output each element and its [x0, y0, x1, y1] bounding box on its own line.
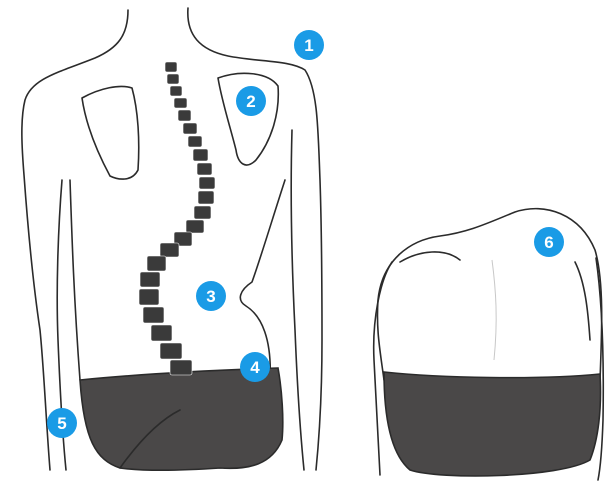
right-arm-inner-line: [291, 130, 304, 470]
back-view-figure: [22, 8, 322, 470]
vertebra: [170, 360, 192, 375]
vertebra: [160, 343, 182, 359]
marker-label: 1: [304, 36, 313, 55]
vertebra: [167, 74, 179, 84]
marker-label: 3: [206, 287, 215, 306]
marker-label: 2: [246, 92, 255, 111]
vertebra: [139, 289, 159, 305]
left-shoulder-blade: [82, 86, 139, 179]
marker-label: 4: [250, 358, 260, 377]
spine: [139, 62, 215, 375]
vertebra: [147, 256, 166, 271]
vertebra: [174, 98, 187, 108]
right-waist-curve: [240, 180, 285, 380]
vertebra: [197, 163, 212, 175]
marker-1: 1: [294, 30, 324, 60]
forward-bend-view-figure: [374, 209, 604, 480]
vertebra: [151, 325, 172, 341]
vertebra: [160, 243, 179, 257]
marker-5: 5: [47, 408, 77, 438]
bent-shorts: [384, 372, 601, 476]
marker-label: 6: [544, 233, 553, 252]
vertebra: [199, 177, 215, 189]
marker-2: 2: [236, 86, 266, 116]
vertebra: [140, 272, 160, 287]
vertebra: [186, 220, 204, 233]
vertebra: [194, 206, 211, 219]
shorts: [80, 368, 283, 470]
marker-3: 3: [196, 281, 226, 311]
vertebra: [170, 86, 182, 96]
marker-4: 4: [240, 352, 270, 382]
vertebra: [188, 136, 202, 147]
vertebra: [193, 149, 208, 161]
vertebra: [198, 191, 214, 204]
vertebra: [178, 110, 191, 121]
bent-back-outline: [377, 209, 601, 380]
vertebra: [165, 62, 177, 72]
vertebra: [143, 307, 164, 323]
vertebra: [183, 123, 197, 134]
marker-6: 6: [534, 227, 564, 257]
marker-label: 5: [57, 414, 66, 433]
left-torso-line: [70, 180, 80, 380]
